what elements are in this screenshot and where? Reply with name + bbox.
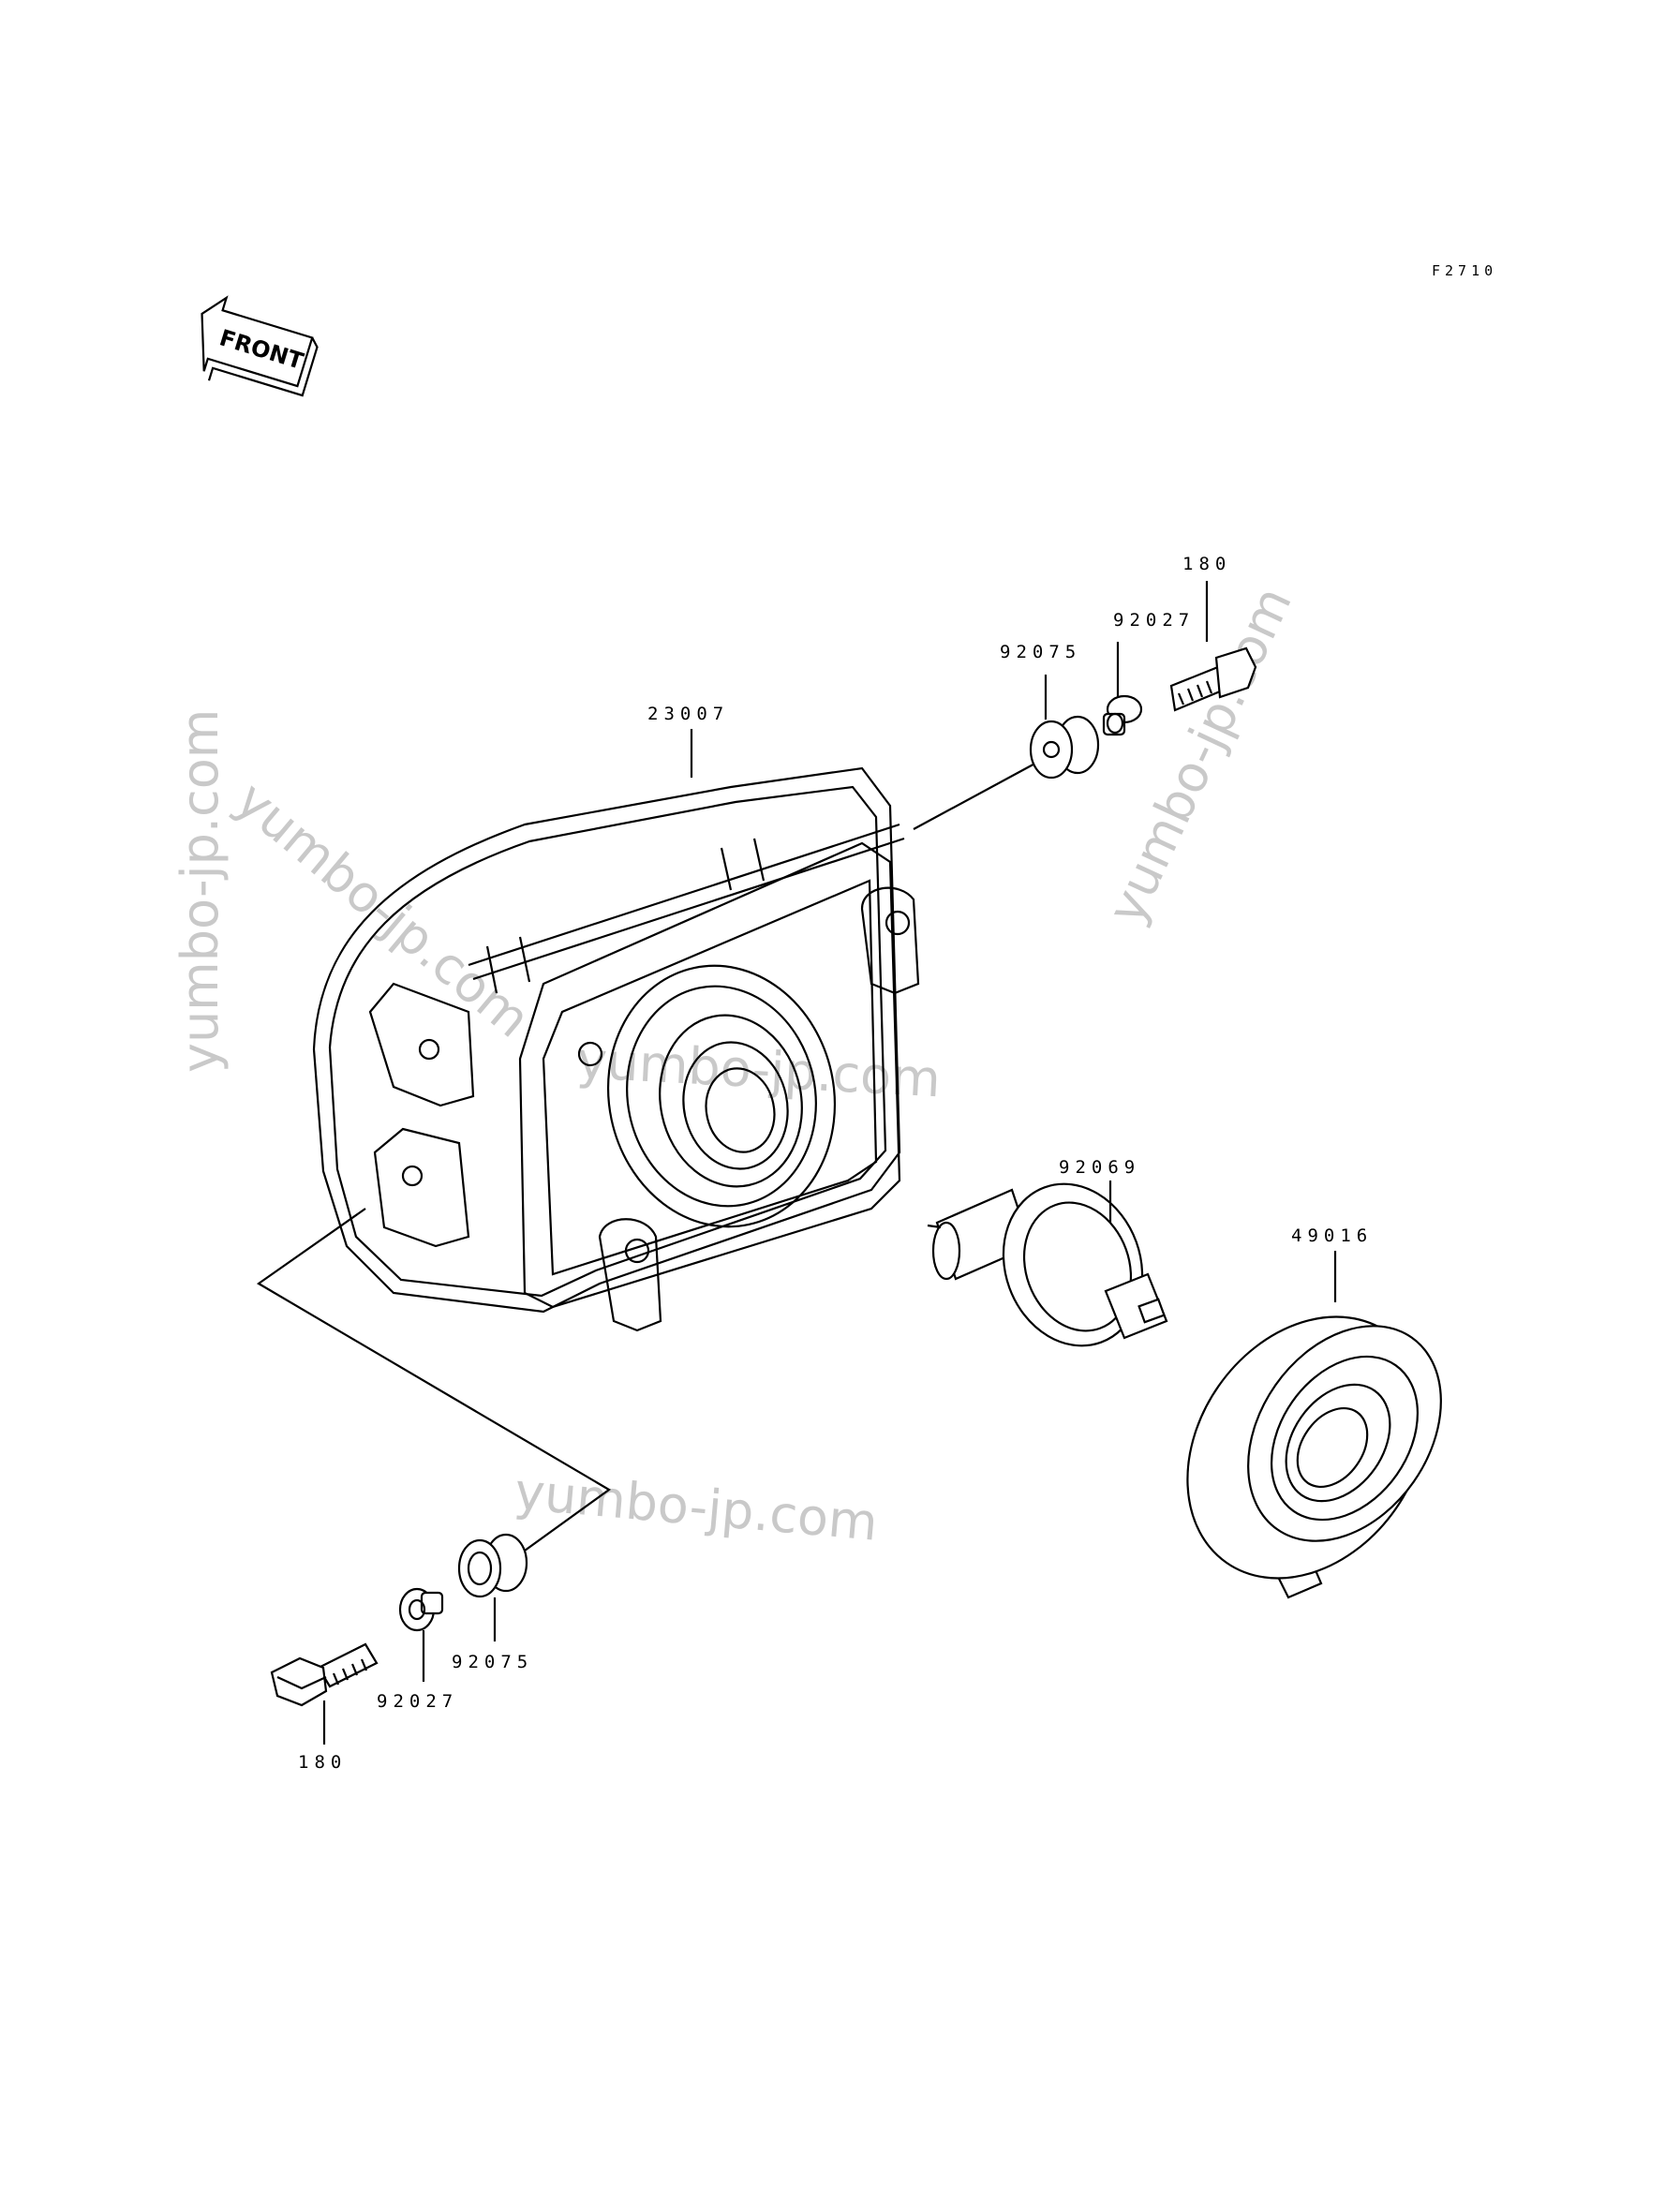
label-92075-upper: 92075: [1000, 642, 1081, 662]
label-92027-upper: 92027: [1113, 610, 1195, 631]
label-180-lower: 180: [298, 1752, 347, 1773]
watermark-right: yumbo-jp.com: [1096, 578, 1303, 933]
bolt-upper: [1169, 646, 1257, 712]
label-49016: 49016: [1291, 1225, 1373, 1246]
front-arrow-icon: FRONT: [201, 295, 319, 397]
label-92069: 92069: [1059, 1157, 1140, 1178]
grommet-lower: [457, 1533, 528, 1598]
collar-upper: [1102, 694, 1143, 736]
adjuster-upper: [860, 886, 920, 995]
watermark-left-diagonal: yumbo-jp.com: [225, 770, 542, 1049]
collar-lower: [398, 1587, 444, 1632]
grommet-upper: [1029, 715, 1100, 780]
boot: [1186, 1315, 1442, 1599]
watermark-left-vertical: yumbo-jp.com: [171, 709, 230, 1073]
label-23007: 23007: [647, 704, 729, 724]
label-180-upper: 180: [1182, 554, 1231, 574]
watermark-center: yumbo-jp.com: [575, 1031, 942, 1108]
label-92027-lower: 92027: [377, 1691, 458, 1712]
adjuster-lower: [598, 1218, 662, 1332]
leader-lower: [256, 1208, 612, 1552]
watermark-lower: yumbo-jp.com: [513, 1462, 880, 1552]
figure-code: F2710: [1432, 262, 1497, 279]
bolt-lower: [270, 1642, 379, 1707]
bulb: [927, 1182, 1168, 1347]
headlight-housing: [312, 766, 920, 1332]
label-92075-lower: 92075: [452, 1652, 533, 1672]
